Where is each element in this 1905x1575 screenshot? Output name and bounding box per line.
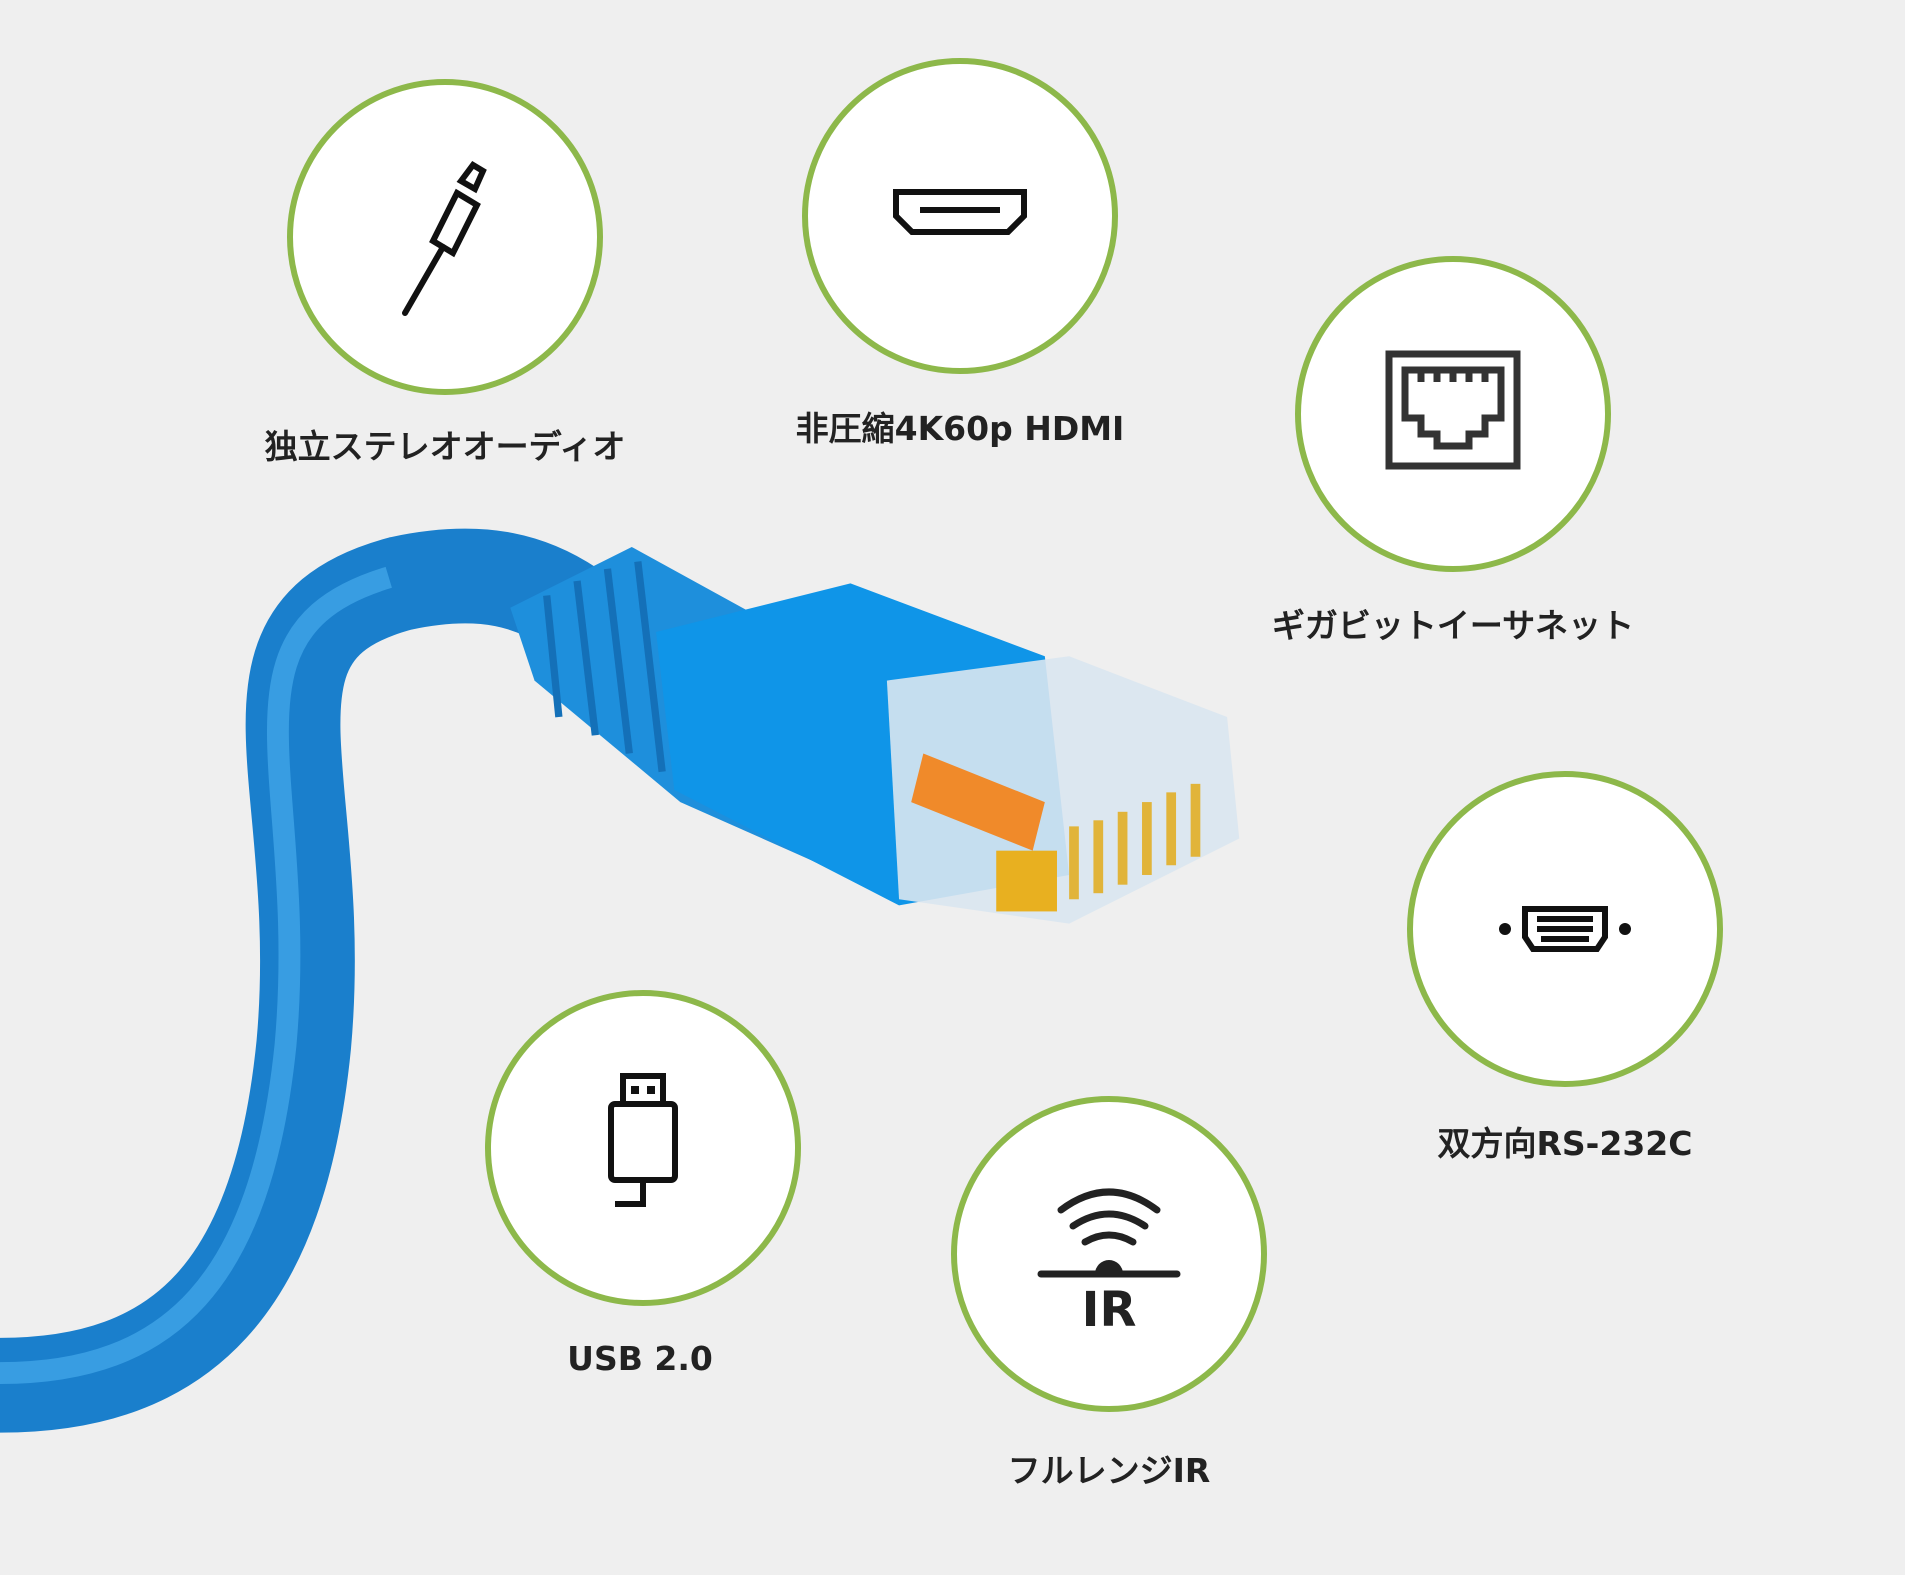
- ir-signal-icon: IR: [1037, 1188, 1181, 1338]
- feature-label-usb: USB 2.0: [567, 1339, 713, 1378]
- feature-label-ethernet: ギガビットイーサネット: [1271, 606, 1635, 645]
- feature-usb-circle: [485, 990, 801, 1306]
- serial-port-icon: [1499, 906, 1631, 952]
- feature-label-hdmi: 非圧縮4K60p HDMI: [795, 409, 1125, 448]
- hdmi-port-icon: [893, 189, 1027, 235]
- feature-ir-circle: IR: [951, 1096, 1267, 1412]
- audio-jack-icon: [402, 161, 487, 316]
- feature-label-rs232: 双方向RS-232C: [1437, 1124, 1693, 1163]
- ir-icon-text: IR: [1082, 1282, 1137, 1338]
- feature-label-audio: 独立ステレオオーディオ: [264, 427, 626, 466]
- feature-label-ir: フルレンジIR: [1007, 1451, 1211, 1490]
- feature-audio-circle: [287, 79, 603, 395]
- feature-ethernet-circle: [1295, 256, 1611, 572]
- ethernet-port-icon: [1385, 350, 1521, 470]
- feature-rs232-circle: [1407, 771, 1723, 1087]
- feature-hdmi-circle: [802, 58, 1118, 374]
- usb-plug-icon: [608, 1073, 678, 1207]
